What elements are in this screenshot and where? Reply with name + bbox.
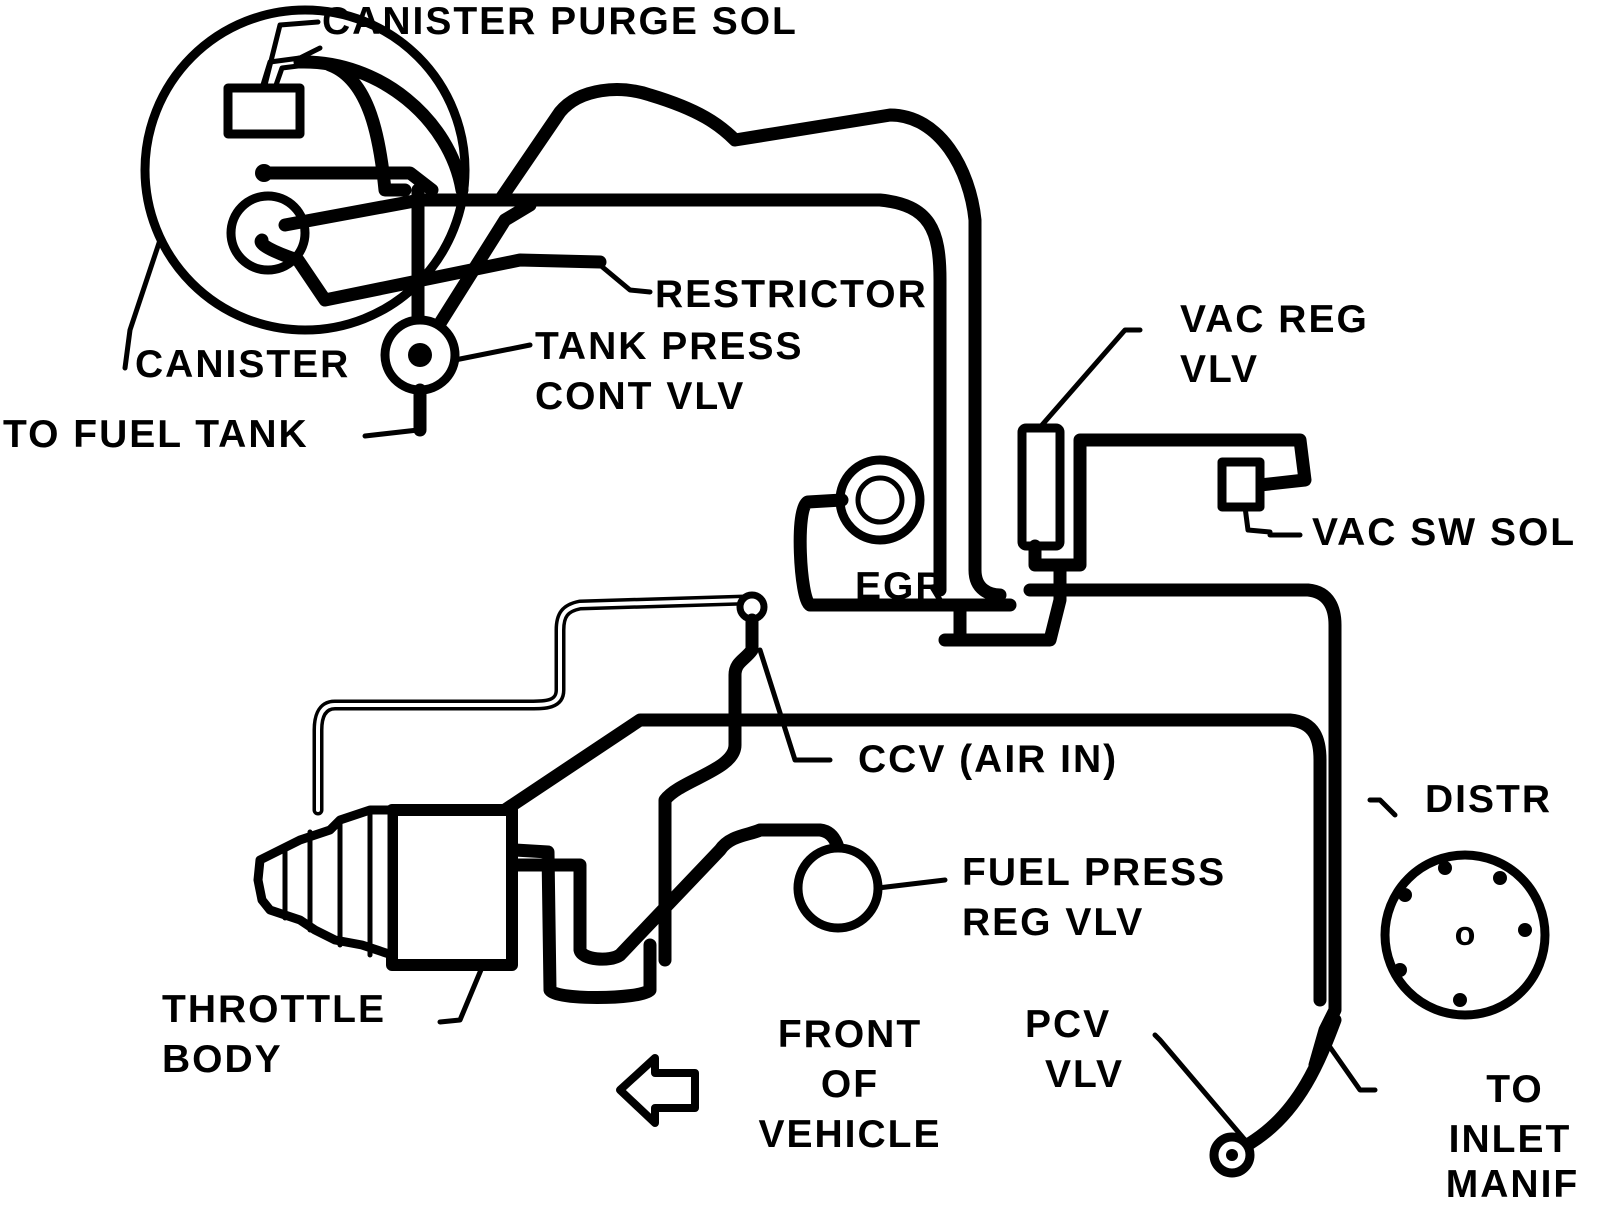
vacuum-switch-solenoid: [1217, 457, 1265, 512]
label-front-2: OF: [820, 1063, 880, 1106]
canister: [140, 5, 470, 335]
label-pcv-2: VLV: [1045, 1053, 1124, 1096]
label-tank-press-2: CONT VLV: [535, 375, 746, 418]
label-tank-press-1: TANK PRESS: [535, 325, 804, 368]
label-restrictor: RESTRICTOR: [655, 273, 928, 316]
canister-purge-solenoid: [223, 83, 305, 139]
label-distr: DISTR: [1425, 778, 1552, 821]
fuel-pressure-regulator-valve: [793, 843, 883, 933]
label-inlet-1: TO: [1486, 1068, 1544, 1111]
label-pcv-1: PCV: [1025, 1003, 1112, 1046]
vacuum-regulator-valve: [1017, 423, 1065, 551]
label-canister: CANISTER: [135, 343, 351, 386]
label-front-3: VEHICLE: [758, 1113, 942, 1156]
label-front-1: FRONT: [777, 1013, 923, 1056]
egr-valve: [835, 455, 925, 545]
label-inlet-2: INLET: [1448, 1118, 1572, 1161]
label-to-fuel-tank: TO FUEL TANK: [3, 413, 309, 456]
label-ccv: CCV (AIR IN): [858, 738, 1119, 781]
label-vac-reg-1: VAC REG: [1180, 298, 1369, 341]
label-fuel-press-1: FUEL PRESS: [962, 851, 1227, 894]
svg-text:o: o: [1455, 915, 1476, 953]
throttle-body: [386, 804, 518, 971]
front-arrow-icon: [616, 1054, 699, 1127]
label-vac-sw-sol: VAC SW SOL: [1312, 511, 1577, 554]
label-inlet-3: MANIF: [1445, 1163, 1580, 1206]
label-egr: EGR: [855, 565, 946, 608]
label-throttle-1: THROTTLE: [162, 988, 386, 1031]
distributor: [1380, 850, 1550, 1020]
label-vac-reg-2: VLV: [1180, 348, 1259, 391]
label-throttle-2: BODY: [162, 1038, 283, 1081]
label-fuel-press-2: REG VLV: [962, 901, 1145, 944]
air-intake-bellows: [253, 805, 397, 960]
label-canister-purge-sol: CANISTER PURGE SOL: [322, 0, 798, 43]
